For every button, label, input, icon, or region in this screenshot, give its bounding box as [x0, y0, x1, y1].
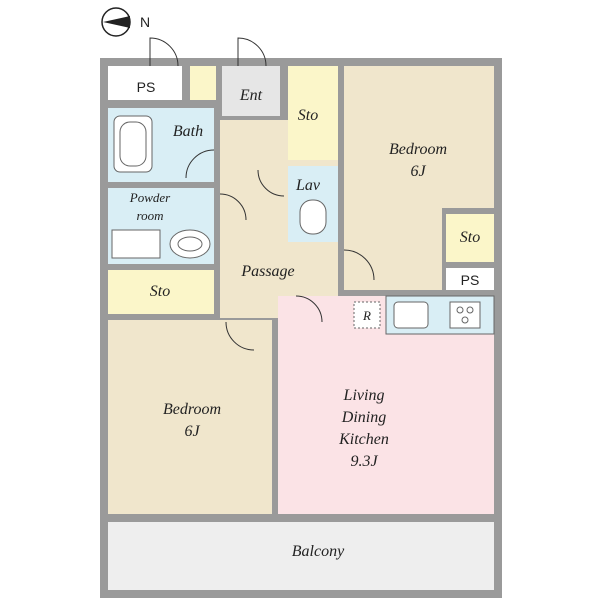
entrance [222, 66, 280, 116]
ps-top-label: PS [137, 79, 156, 95]
ldk-label-line3: Kitchen [338, 431, 389, 448]
ldk-label-line2: Dining [341, 409, 386, 426]
bedroom-right [344, 66, 494, 208]
bedroom-right-label: Bedroom [389, 141, 447, 158]
stove-icon [449, 301, 481, 329]
ldk-label-line1: Living [343, 387, 385, 404]
ps-right-label: PS [461, 272, 480, 288]
refrigerator-label: R [362, 308, 371, 323]
storage-top-label: Sto [298, 107, 318, 124]
toilet-icon [299, 199, 327, 235]
powder-room-label-line2: room [137, 208, 164, 223]
compass-icon: N [101, 7, 150, 37]
bath-label: Bath [173, 123, 203, 140]
ps-right-area [446, 268, 494, 290]
bedroom-left-label: Bedroom [163, 401, 221, 418]
sink-icon [169, 229, 211, 259]
refrigerator-space [353, 301, 381, 329]
entrance-label: Ent [239, 87, 263, 104]
storage-left-label: Sto [150, 283, 170, 300]
bathtub-icon [113, 115, 153, 173]
bedroom-left [108, 320, 272, 514]
washer-icon [111, 229, 161, 259]
balcony-label: Balcony [292, 543, 345, 560]
door-icon [149, 37, 375, 351]
balcony [108, 522, 494, 590]
storage-right [446, 214, 494, 262]
small-storage-top [190, 66, 216, 100]
compass-north-label: N [140, 14, 150, 30]
bedroom-left-size: 6J [184, 423, 200, 440]
lavatory-label: Lav [295, 177, 321, 194]
storage-left [108, 270, 214, 314]
storage-right-label: Sto [460, 229, 480, 246]
kitchen-sink-icon [393, 301, 429, 329]
ldk-size: 9.3J [350, 453, 378, 470]
ps-top-area [108, 66, 182, 100]
storage-top [288, 66, 338, 160]
passage-label: Passage [240, 263, 294, 280]
bedroom-right-size: 6J [410, 163, 426, 180]
balcony-wall [100, 514, 502, 522]
powder-room-label-line1: Powder [129, 190, 171, 205]
